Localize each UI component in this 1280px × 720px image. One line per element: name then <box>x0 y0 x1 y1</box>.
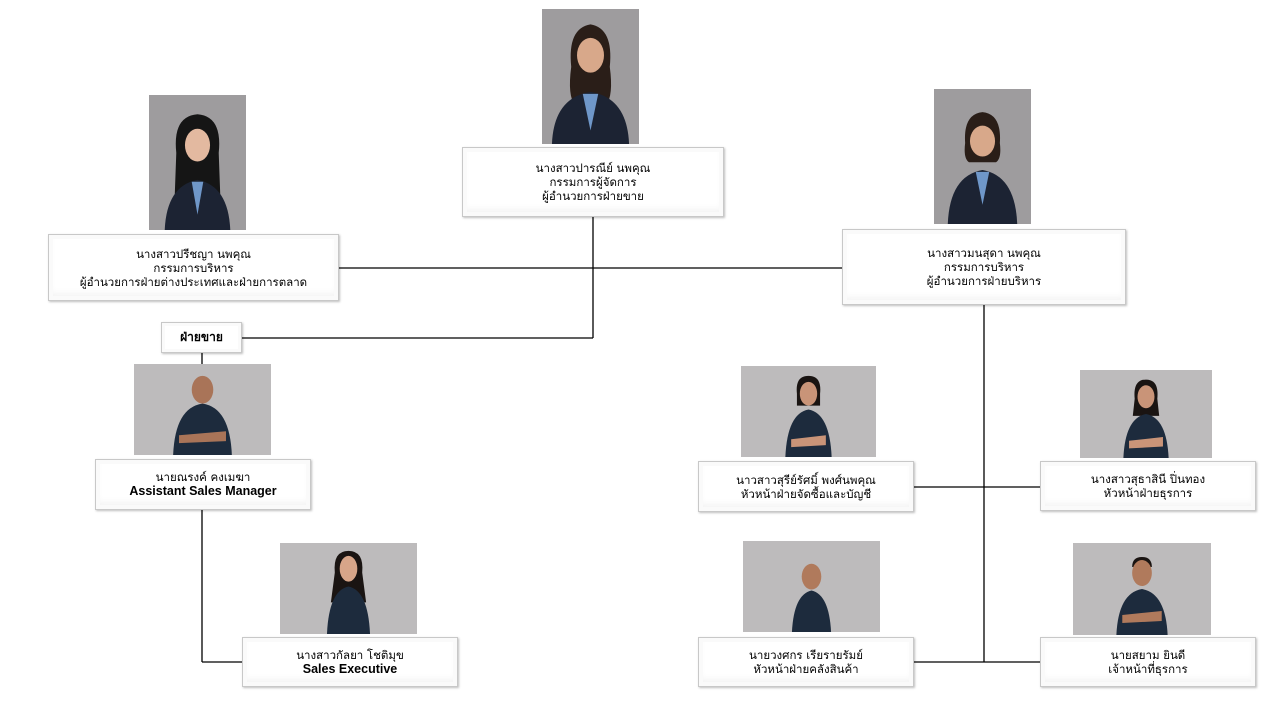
photo-admin-head <box>1080 370 1212 458</box>
man-polo-portrait-icon <box>173 375 232 455</box>
card-assistant-sales-manager: นายณรงค์ คงเมฆา Assistant Sales Manager <box>95 459 311 510</box>
man-polo-portrait-icon <box>1116 557 1168 635</box>
person-name: นางสาวกัลยา โชติมุข <box>296 647 404 662</box>
person-title: กรรมการบริหาร <box>153 260 234 275</box>
person-title: ผู้อำนวยการฝ่ายบริหาร <box>926 274 1042 288</box>
person-title: กรรมการบริหาร <box>943 260 1025 274</box>
card-purchasing-head: นาวสาวสุรีย์รัศมิ์ พงศ์นพคุณ หัวหน้าฝ่าย… <box>698 461 914 512</box>
person-title: ผู้อำนวยการฝ่ายต่างประเทศและฝ่ายการตลาด <box>79 274 308 289</box>
person-name: นางสาวสุธาสินี ปิ่นทอง <box>1090 472 1206 486</box>
photo-sales-executive <box>280 543 417 634</box>
woman-polo-portrait-icon <box>785 375 832 457</box>
card-admin-staff: นายสยาม ยินดี เจ้าหน้าที่ธุรการ <box>1040 637 1256 687</box>
person-name: นายณรงค์ คงเมฆา <box>155 470 251 484</box>
photo-center <box>542 9 639 144</box>
photo-right-director <box>934 89 1031 224</box>
photo-purchasing-head <box>741 366 876 457</box>
person-title: กรรมการผู้จัดการ <box>549 175 637 189</box>
woman-suit-portrait-icon <box>947 112 1018 224</box>
photo-warehouse-head <box>743 541 880 632</box>
card-warehouse-head: นายวงศกร เรียรายรัมย์ หัวหน้าฝ่ายคลังสิน… <box>698 637 914 687</box>
woman-polo-portrait-icon <box>1123 379 1169 458</box>
card-sales-executive: นางสาวกัลยา โชติมุข Sales Executive <box>242 637 458 687</box>
person-title: เจ้าหน้าที่ธุรการ <box>1108 662 1188 676</box>
person-name: นางสาวปรีชญา นพคุณ <box>136 246 251 261</box>
sales-department-label: ฝ่ายขาย <box>161 322 242 353</box>
person-name: นายสยาม ยินดี <box>1110 648 1186 662</box>
photo-admin-staff <box>1073 543 1211 635</box>
photo-left-director <box>149 95 246 230</box>
person-title: หัวหน้าฝ่ายธุรการ <box>1103 486 1193 500</box>
card-right-director: นางสาวมนสุดา นพคุณ กรรมการบริหาร ผู้อำนว… <box>842 229 1126 305</box>
person-name: นายวงศกร เรียรายรัมย์ <box>749 648 863 662</box>
card-admin-head: นางสาวสุธาสินี ปิ่นทอง หัวหน้าฝ่ายธุรการ <box>1040 461 1256 511</box>
person-title: Sales Executive <box>302 661 398 676</box>
person-title: หัวหน้าฝ่ายจัดซื้อและบัญชี <box>740 486 872 501</box>
man-polo-portrait-icon <box>791 563 832 632</box>
photo-assistant-sales-manager <box>134 364 271 455</box>
person-title: หัวหน้าฝ่ายคลังสินค้า <box>753 662 859 676</box>
person-title: ผู้อำนวยการฝ่ายขาย <box>542 189 644 203</box>
woman-suit-portrait-icon <box>551 24 630 144</box>
woman-polo-portrait-icon <box>326 550 371 634</box>
person-title: Assistant Sales Manager <box>129 484 277 498</box>
card-managing-director: นางสาวปารณีย์ นพคุณ กรรมการผู้จัดการ ผู้… <box>462 147 724 217</box>
person-name: นางสาวปารณีย์ นพคุณ <box>535 161 651 175</box>
woman-suit-portrait-icon <box>164 114 231 230</box>
person-name: นางสาวมนสุดา นพคุณ <box>927 246 1041 260</box>
person-name: นาวสาวสุรีย์รัศมิ์ พงศ์นพคุณ <box>736 472 876 487</box>
card-left-director: นางสาวปรีชญา นพคุณ กรรมการบริหาร ผู้อำนว… <box>48 234 339 301</box>
